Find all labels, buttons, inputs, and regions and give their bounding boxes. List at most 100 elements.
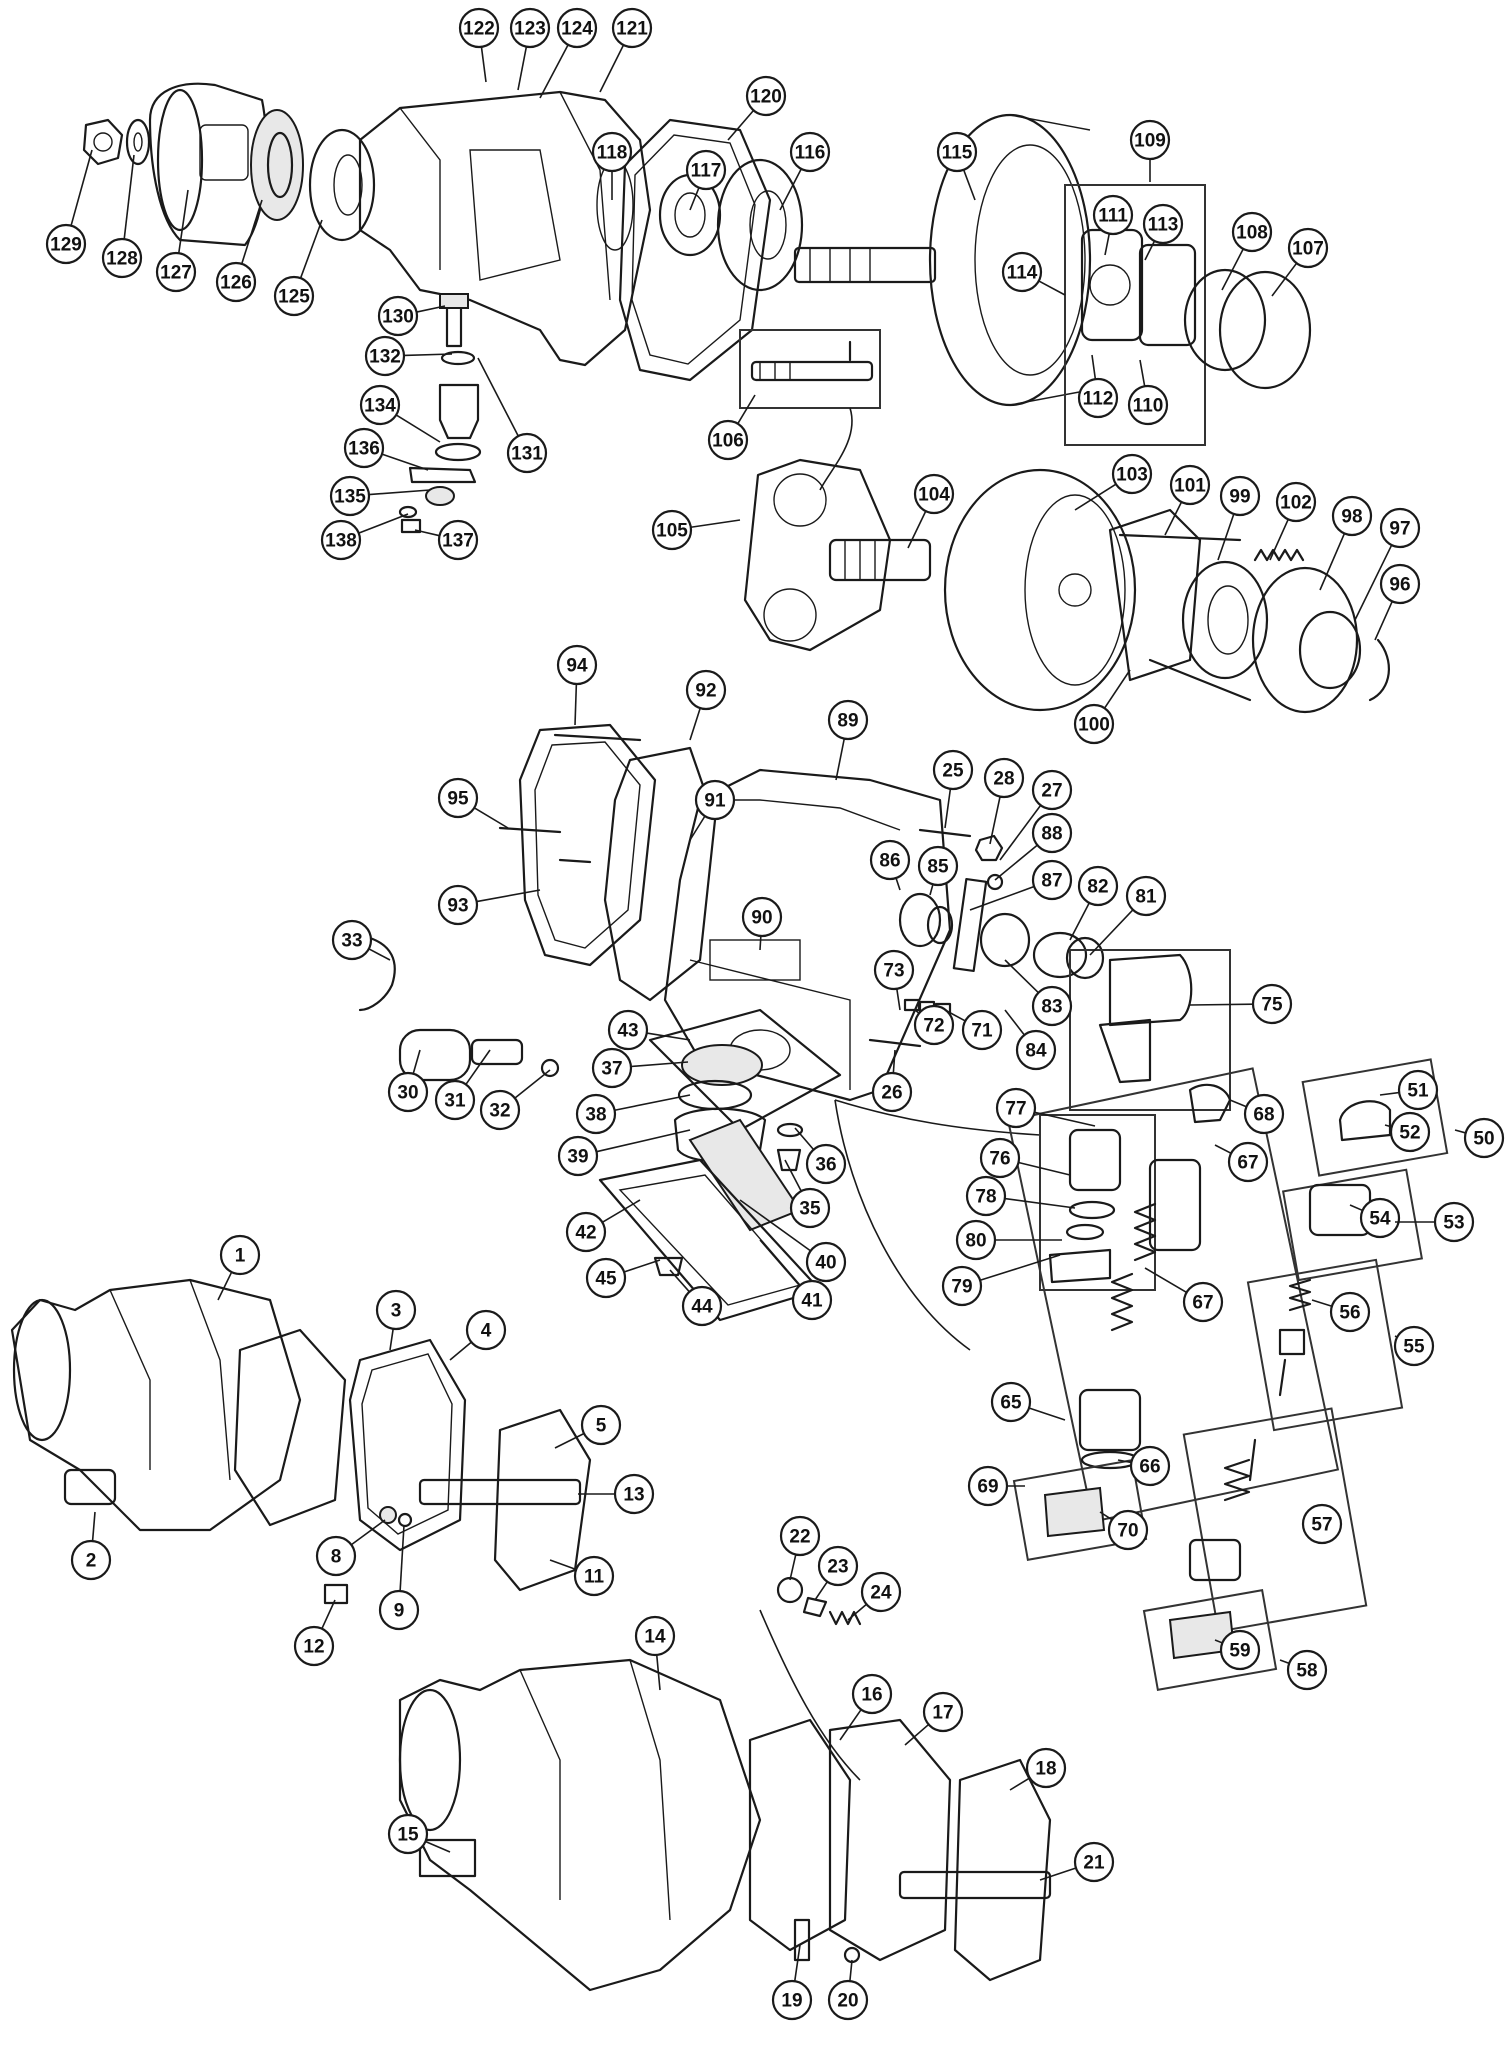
callout-label: 95 (447, 789, 469, 810)
callout-circle (871, 1071, 913, 1113)
callout-label: 19 (781, 1991, 802, 2012)
callout-circle (565, 1211, 607, 1253)
callout-label: 15 (397, 1825, 419, 1846)
callout-136: 136 (343, 427, 429, 471)
callout-leader-line (895, 877, 901, 891)
callout-121: 121 (599, 7, 653, 93)
callout-circle (45, 223, 87, 265)
callout-label: 69 (977, 1477, 998, 1498)
callout-13: 13 (578, 1473, 655, 1515)
callout-circle (932, 749, 974, 791)
callout-circle (329, 475, 371, 517)
callout-88: 88 (994, 812, 1073, 881)
callout-label: 42 (575, 1223, 596, 1244)
callout-circle (827, 699, 869, 741)
callout-leader-line (1103, 669, 1131, 709)
callout-label: 90 (751, 908, 772, 929)
callout-77: 77 (995, 1087, 1096, 1129)
callout-label: 108 (1236, 223, 1268, 244)
callout-56: 56 (1311, 1291, 1371, 1333)
callout-leader-line (929, 884, 934, 896)
callout-circle (1275, 481, 1317, 523)
callout-135: 135 (329, 475, 431, 517)
callout-circle (557, 1135, 599, 1177)
callout-leader-line (623, 1259, 661, 1273)
callout-label: 105 (656, 521, 688, 542)
callout-115: 115 (936, 131, 978, 201)
callout-circle (817, 1545, 859, 1587)
callout-label: 130 (382, 307, 414, 328)
callout-circle (1301, 1503, 1343, 1545)
callout-leader-line (689, 187, 700, 211)
callout-circle (1031, 985, 1073, 1027)
callout-111: 111 (1092, 194, 1134, 256)
callout-label: 26 (881, 1083, 902, 1104)
callout-label: 103 (1116, 465, 1148, 486)
callout-circle (343, 427, 385, 469)
callout-leader-line (1038, 280, 1066, 296)
callout-label: 115 (942, 143, 973, 164)
callout-label: 22 (789, 1527, 810, 1548)
callout-circle (1031, 859, 1073, 901)
assembled-unit-b (398, 1576, 1052, 1992)
callout-circle (681, 1285, 723, 1327)
callout-label: 81 (1135, 887, 1157, 908)
callout-circle (651, 509, 693, 551)
callout-circle (437, 519, 479, 561)
callout-31: 31 (434, 1049, 491, 1121)
callout-114: 114 (1001, 251, 1066, 296)
callout-93: 93 (437, 884, 541, 926)
callout-leader-line (1004, 1197, 1076, 1209)
callout-leader-line (737, 394, 756, 425)
callout-circle (995, 1087, 1037, 1129)
callout-leader-line (1217, 513, 1235, 561)
callout-label: 102 (1280, 493, 1312, 514)
callout-circle (1286, 1649, 1328, 1691)
callout-leader-line (896, 988, 901, 1011)
callout-28: 28 (983, 757, 1025, 845)
callout-leader-line (944, 788, 952, 829)
callout-circle (375, 1289, 417, 1331)
callout-circle (1129, 119, 1171, 161)
callout-circle (215, 261, 257, 303)
callout-label: 20 (837, 1991, 858, 2012)
callout-26: 26 (871, 1049, 913, 1113)
callout-label: 44 (691, 1297, 713, 1318)
callout-16: 16 (839, 1673, 893, 1741)
callout-circle (990, 1381, 1032, 1423)
callout-leader-line (689, 815, 706, 841)
callout-circle (913, 1004, 955, 1046)
callout-leader-line (1189, 1003, 1254, 1006)
callout-126: 126 (215, 199, 263, 303)
callout-83: 83 (1004, 959, 1073, 1027)
callout-89: 89 (827, 699, 869, 781)
callout-leader-line (517, 46, 528, 91)
callout-leader-line (892, 1049, 896, 1074)
callout-label: 45 (595, 1269, 617, 1290)
callout-leader-line (1144, 1267, 1188, 1294)
callout-label: 113 (1148, 215, 1179, 236)
callout-leader-line (1144, 240, 1156, 261)
callout-57: 57 (1301, 1503, 1343, 1545)
callout-circle (1397, 1069, 1439, 1111)
callout-circle (1107, 1509, 1149, 1551)
callout-91: 91 (689, 779, 736, 841)
callout-label: 87 (1041, 871, 1062, 892)
callout-85: 85 (917, 845, 959, 896)
callout-label: 35 (799, 1199, 821, 1220)
callout-label: 24 (870, 1583, 892, 1604)
callout-label: 53 (1443, 1213, 1464, 1234)
callout-leader-line (1028, 1407, 1066, 1421)
callout-leader-line (321, 1599, 336, 1630)
callout-27: 27 (999, 769, 1073, 861)
callout-circle (585, 1257, 627, 1299)
callout-leader-line (979, 1254, 1061, 1282)
callout-116: 116 (779, 131, 831, 211)
callout-40: 40 (739, 1199, 847, 1283)
callout-leader-line (690, 519, 741, 529)
callout-leader-line (465, 1049, 491, 1085)
callout-circle (575, 1093, 617, 1135)
callout-79: 79 (941, 1254, 1061, 1307)
callout-leader-line (1311, 1299, 1333, 1308)
callout-label: 18 (1035, 1759, 1056, 1780)
